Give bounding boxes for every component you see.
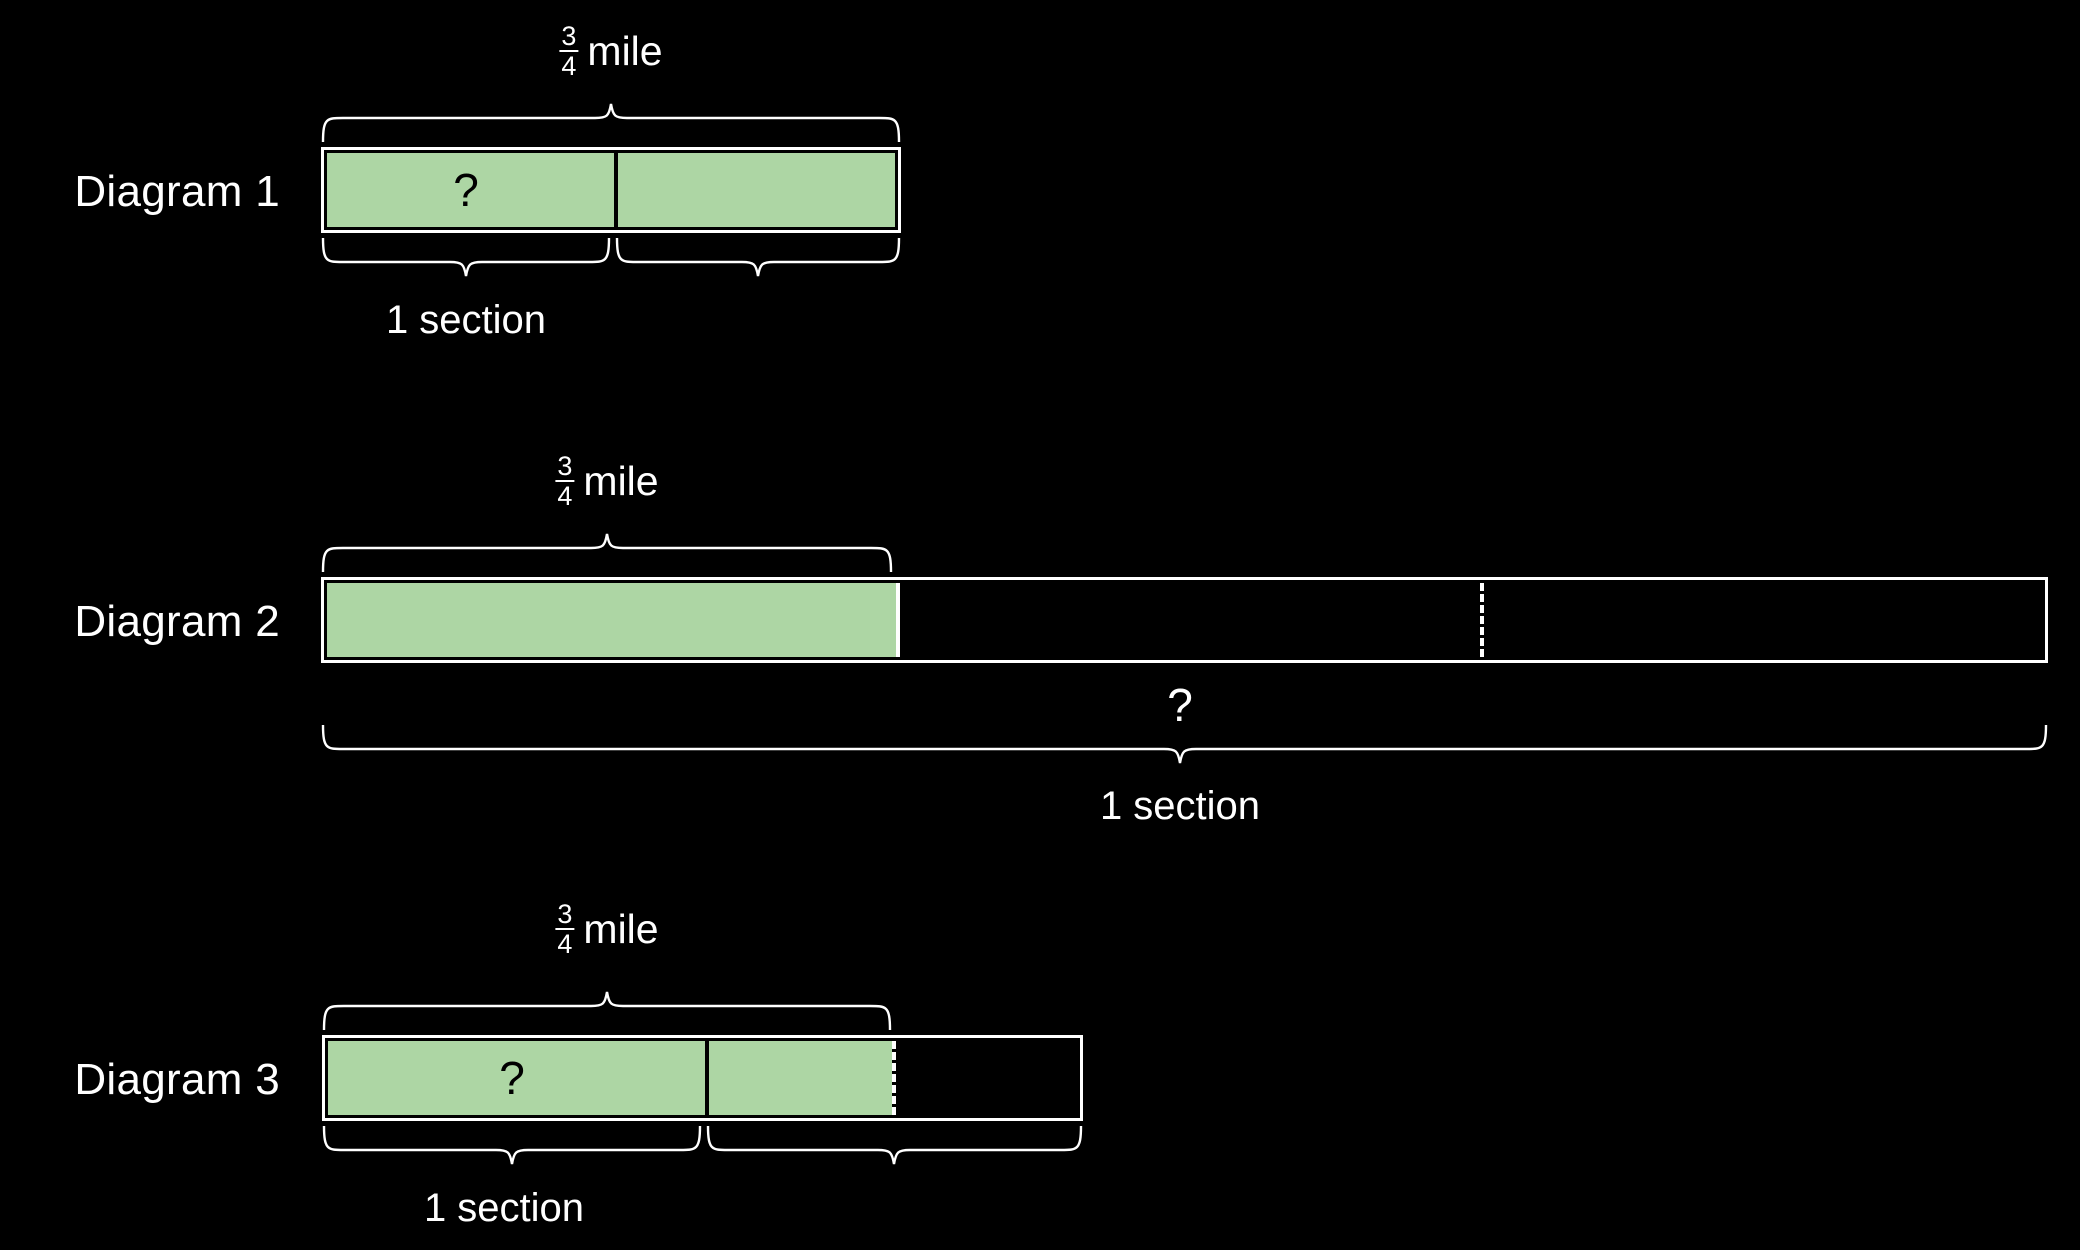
diagram-1-top-brace [321,103,901,143]
diagram-2-bar-inner [324,580,2045,660]
diagram-3-row-label: Diagram 3 [74,1055,280,1104]
diagram-1-bar [321,147,901,233]
fraction-numerator: 3 [557,899,573,929]
diagram-3-bottom-brace-label: 1 section [423,1186,585,1230]
diagram-1-row-label: Diagram 1 [74,167,280,216]
diagram-2-segment-2 [900,583,1480,657]
diagram-3-segment-1 [328,1041,705,1115]
diagram-1-bar-inner [324,150,898,230]
diagram-3-top-brace [322,991,892,1031]
diagram-2-row-label: Diagram 2 [74,597,280,646]
diagram-1-bottom-brace-label: 1 section [385,298,547,342]
diagram-3-divider [705,1041,709,1115]
diagram-3-bottom-brace-1 [322,1125,702,1165]
diagram-2-dashed-divider [1480,583,1484,657]
fraction-denominator: 4 [555,480,575,512]
diagram-1-top-brace-label: 3 4 mile [559,21,663,82]
diagram-2-segment-3 [1484,583,2042,657]
diagram-3-bar-inner [325,1038,1080,1118]
diagram-2-question-mark: ? [1167,679,1193,731]
diagram-1-bottom-brace-2 [615,237,901,277]
diagram-2-divider [896,583,900,657]
diagram-3-segment-3 [896,1041,1077,1115]
fraction-denominator: 4 [555,928,575,960]
unit-label: mile [587,27,663,74]
diagram-2-bottom-brace [321,724,2048,764]
fraction-three-fourths: 3 4 [559,21,579,82]
diagram-1-question-mark: ? [453,164,479,216]
fraction-numerator: 3 [561,21,577,51]
diagram-3-dashed-divider [892,1041,896,1115]
diagram-2-segment-1 [327,583,896,657]
diagram-3-segment-2 [709,1041,892,1115]
diagram-2-top-brace-label: 3 4 mile [555,451,659,512]
diagram-2-bottom-brace-label: 1 section [1099,784,1261,828]
diagram-2-bar [321,577,2048,663]
fraction-three-fourths: 3 4 [555,899,575,960]
fraction-three-fourths: 3 4 [555,451,575,512]
diagram-1-bottom-brace-1 [321,237,611,277]
diagram-2-top-brace [321,533,893,573]
unit-label: mile [583,905,659,952]
diagram-3-question-mark: ? [499,1052,525,1104]
diagram-3-top-brace-label: 3 4 mile [555,899,659,960]
fraction-numerator: 3 [557,451,573,481]
diagram-3-bottom-brace-2 [706,1125,1083,1165]
diagram-1-divider [614,153,618,227]
diagram-3-bar [322,1035,1083,1121]
diagram-1-segment-2 [618,153,895,227]
unit-label: mile [583,457,659,504]
diagram-1-segment-1 [327,153,614,227]
fraction-denominator: 4 [559,50,579,82]
